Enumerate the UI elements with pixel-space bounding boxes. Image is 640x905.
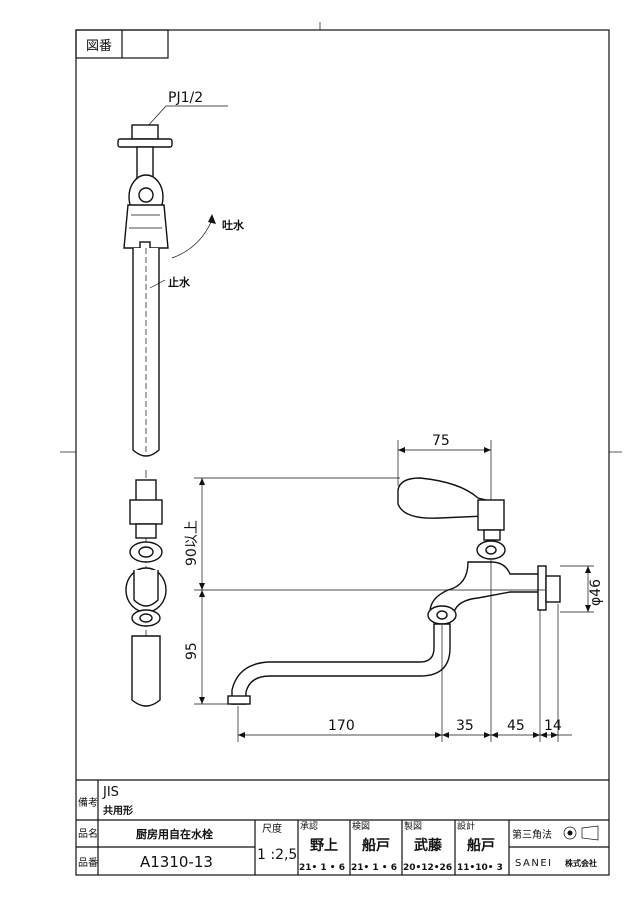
design-label: 設計 <box>457 820 475 832</box>
stop-label: 止水 <box>168 275 191 289</box>
dimension-lines: 75 90以上 95 170 35 45 14 <box>184 433 604 742</box>
projection-label: 第三角法 <box>512 828 552 841</box>
company-suffix: 株式会社 <box>565 858 597 868</box>
side-view-lower <box>125 470 167 710</box>
company-name: SANEI <box>515 858 553 869</box>
check-label: 検図 <box>352 820 370 832</box>
draft-date: 20•12•26 <box>403 863 452 873</box>
approve-name: 野上 <box>310 838 338 854</box>
drawing-number-label: 図番 <box>86 39 112 54</box>
product-code: A1310-13 <box>140 853 213 871</box>
approve-label: 承認 <box>300 820 318 832</box>
draft-label: 製図 <box>404 820 422 832</box>
remarks-standard: JIS <box>102 785 119 800</box>
sheet-border <box>75 29 610 876</box>
dim-handle-width: 75 <box>432 433 450 449</box>
side-view-upper: PJ1/2 吐水 止水 <box>117 90 245 457</box>
check-date: 21• 1 • 6 <box>351 863 397 873</box>
scale-value: 1 :2,5 <box>257 847 297 863</box>
front-view <box>227 477 561 705</box>
draft-name: 武藤 <box>414 837 443 854</box>
scale-label: 尺度 <box>262 822 282 835</box>
dim-14: 14 <box>544 718 562 734</box>
remarks-type: 共用形 <box>103 804 133 817</box>
dim-lower-height: 95 <box>184 642 200 660</box>
dim-flange-diameter: φ46 <box>588 579 604 606</box>
check-name: 船戸 <box>362 837 390 854</box>
product-code-label: 品番 <box>78 857 98 869</box>
third-angle-projection-icon <box>563 825 599 841</box>
product-name: 厨房用自在水栓 <box>136 827 213 841</box>
remarks-label: 備考 <box>78 796 98 809</box>
dim-45: 45 <box>507 718 525 734</box>
product-name-label: 品名 <box>78 827 98 840</box>
title-block: 備考 JIS 共用形 品名 厨房用自在水栓 品番 A1310-13 尺度 1 :… <box>76 779 609 875</box>
design-date: 11•10• 3 <box>457 863 503 873</box>
dim-rotation-height: 90以上 <box>184 520 200 566</box>
approve-date: 21• 1 • 6 <box>299 863 345 873</box>
pipe-thread-label: PJ1/2 <box>168 90 203 106</box>
outlet-label: 吐水 <box>222 218 245 232</box>
dim-35: 35 <box>456 718 474 734</box>
design-name: 船戸 <box>467 837 495 854</box>
dim-spout-reach: 170 <box>328 718 355 734</box>
